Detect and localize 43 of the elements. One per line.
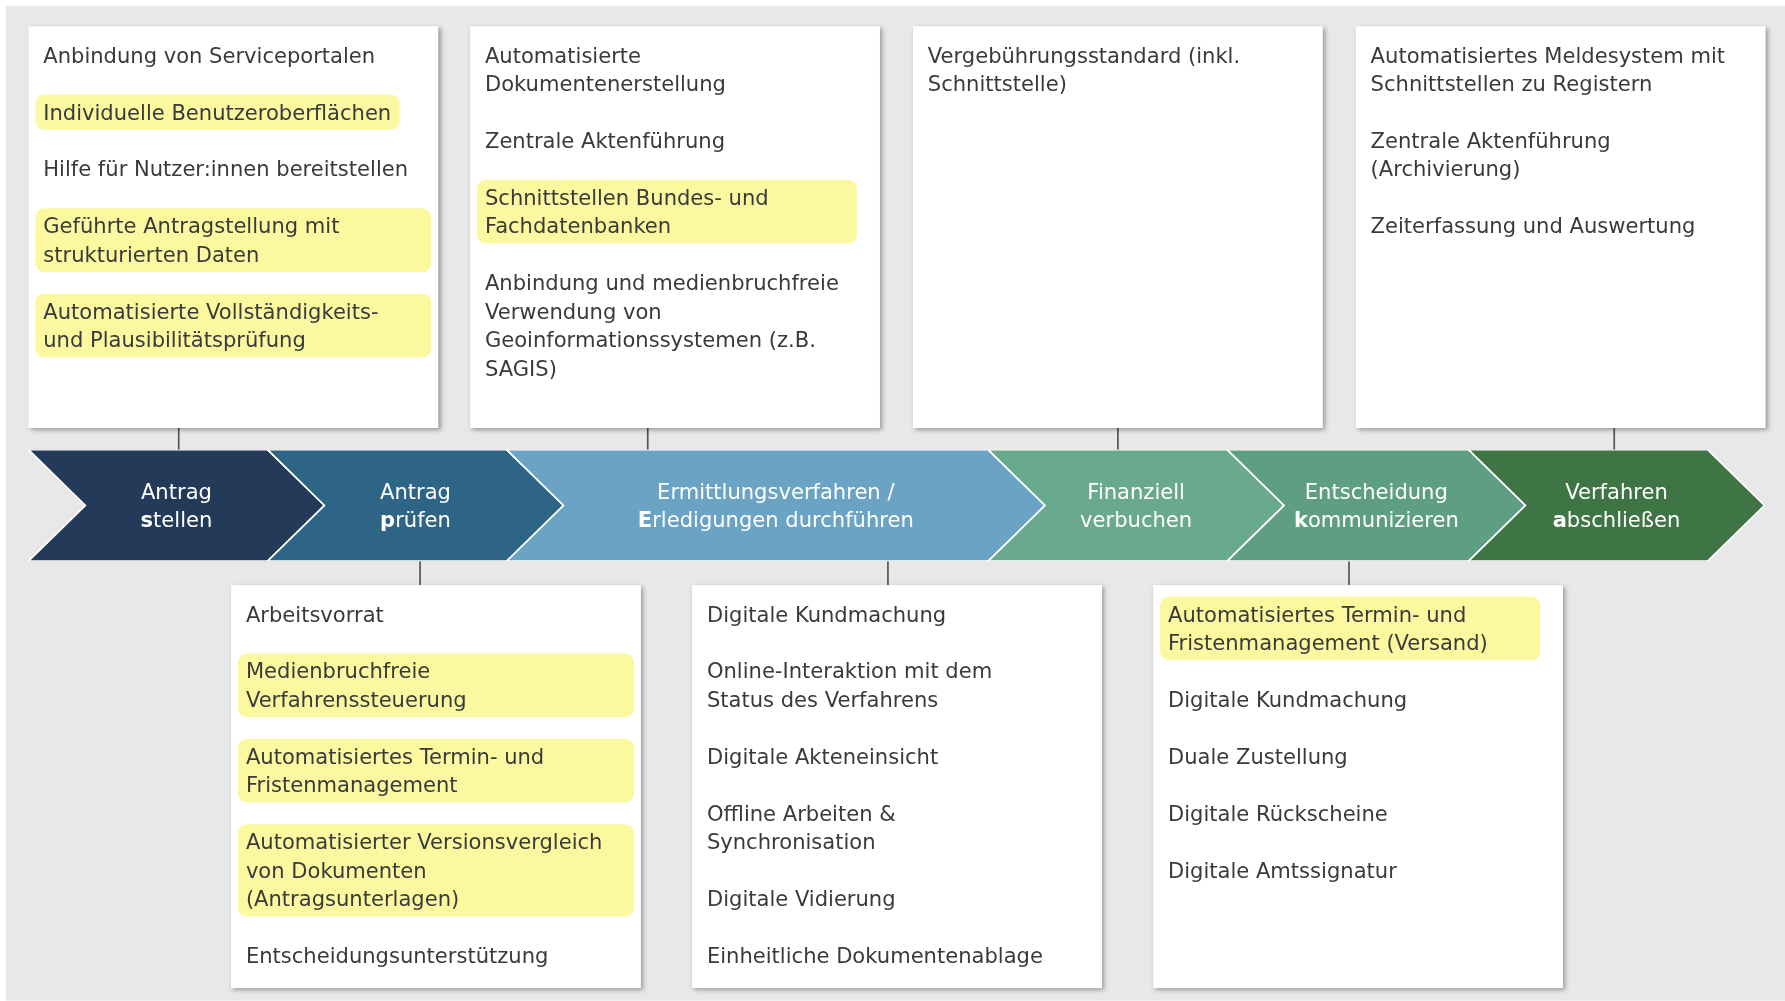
feature-label: Vergebührungsstandard (inkl. Schnittstelle) — [919, 37, 1312, 102]
feature-label: Zeiterfassung und Auswertung — [1362, 208, 1704, 244]
connector-line — [419, 560, 421, 586]
card — [470, 26, 880, 429]
feature-label: Einheitliche Dokumentenablage — [698, 938, 1051, 974]
feature-label: Entscheidungsunterstützung — [237, 938, 557, 974]
feature-label: Automatisierte Dokumentenerstellung — [477, 37, 858, 102]
feature-label: Hilfe für Nutzer:innen bereitstellen — [35, 151, 417, 187]
card — [692, 585, 1102, 989]
connector-line — [1117, 427, 1119, 451]
highlighted-feature-label: Geführte Antragstellung mit strukturierten Daten — [35, 208, 432, 273]
highlighted-feature-label: Medienbruchfreie Verfahrenssteuerung — [237, 653, 635, 718]
highlighted-feature-label: Automatisiertes Termin- und Fristenmanagement (Versand) — [1160, 596, 1541, 661]
feature-label: Digitale Kundmachung — [1160, 681, 1416, 718]
feature-label: Online-Interaktion mit dem Status des Verfahrens — [698, 653, 1057, 718]
highlighted-feature-label: Automatisiertes Termin- und Fristenmanagement — [237, 738, 635, 803]
feature-label: Digitale Akteneinsicht — [698, 738, 947, 775]
feature-label: Digitale Kundmachung — [698, 596, 955, 632]
card — [1355, 26, 1766, 429]
feature-label: Arbeitsvorrat — [237, 596, 392, 632]
feature-label: Zentrale Aktenführung — [477, 122, 733, 159]
feature-label: Anbindung von Serviceportalen — [35, 37, 384, 73]
card — [913, 26, 1323, 429]
feature-label: Digitale Rückscheine — [1160, 795, 1396, 831]
connector-line — [1348, 560, 1350, 586]
feature-label: Zentrale Aktenführung (Archivierung) — [1362, 122, 1759, 187]
card — [1153, 585, 1563, 989]
connector-line — [1613, 427, 1616, 451]
feature-label: Anbindung und medienbruchfreie Verwendung von Geoinformationssystemen (z.B. SAGIS) — [477, 265, 858, 386]
connector-line — [177, 427, 180, 451]
feature-label: Offline Arbeiten & Synchronisation — [698, 795, 1057, 860]
connector-line — [646, 427, 649, 451]
highlighted-feature-label: Automatisierte Vollständigkeits- und Plausibilitätsprüfung — [35, 293, 432, 358]
feature-label: Automatisiertes Meldesystem mit Schnittstellen zu Registern — [1362, 37, 1759, 102]
card — [231, 585, 641, 989]
highlighted-feature-label: Individuelle Benutzeroberflächen — [35, 94, 400, 130]
feature-label: Digitale Vidierung — [698, 881, 904, 917]
card — [28, 26, 439, 429]
highlighted-feature-label: Schnittstellen Bundes- und Fachdatenbanken — [477, 179, 858, 244]
feature-label: Digitale Amtssignatur — [1160, 852, 1405, 888]
connector-line — [887, 560, 889, 586]
highlighted-feature-label: Automatisierter Versionsvergleich von Dokumenten (Antragsunterlagen) — [237, 824, 635, 917]
feature-label: Duale Zustellung — [1160, 738, 1356, 775]
